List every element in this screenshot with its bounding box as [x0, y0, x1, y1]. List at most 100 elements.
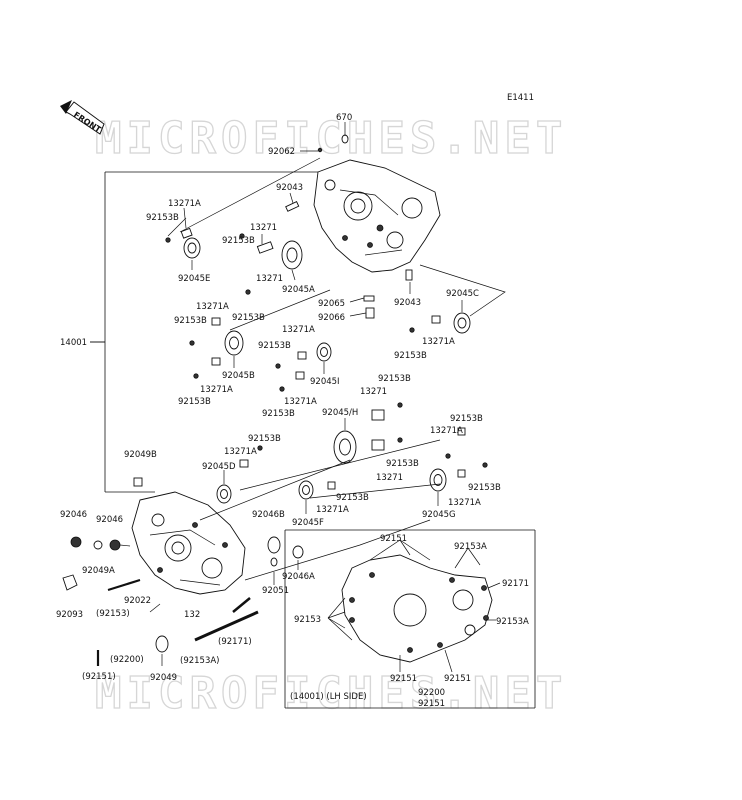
label-132: 132: [184, 610, 200, 620]
label-14001: 14001: [60, 338, 87, 348]
label-92153b-7: 92153B: [178, 397, 211, 407]
label-13271-4: 13271: [376, 473, 403, 483]
label-92200-paren: (92200): [110, 655, 144, 665]
label-92046-b: 92046: [96, 515, 123, 525]
label-92151-paren: (92151): [82, 672, 116, 682]
seal-92046b: [267, 536, 281, 554]
bolt-92153b-group: [165, 233, 488, 468]
bearing-92045d: [216, 484, 232, 504]
label-92046a: 92046A: [282, 572, 315, 582]
right-crankcase-half: [313, 159, 441, 273]
inset-label-92151-b2: 92151: [444, 674, 471, 684]
label-13271a-10: 13271A: [448, 498, 481, 508]
label-92045g: 92045G: [422, 510, 456, 520]
label-92045i: 92045I: [310, 377, 340, 387]
inset-caption: (14001) (LH SIDE): [290, 692, 367, 702]
inset-label-92153a-right: 92153A: [496, 617, 529, 627]
label-92045d: 92045D: [202, 462, 236, 472]
label-92153b-13: 92153B: [336, 493, 369, 503]
inset-label-92171: 92171: [502, 579, 529, 589]
label-92045e: 92045E: [178, 274, 210, 284]
label-13271a-3: 13271A: [196, 302, 229, 312]
label-13271a-1: 13271A: [168, 199, 201, 209]
ring-670: [341, 134, 349, 144]
label-92049a: 92049A: [82, 566, 115, 576]
seal-92046: [70, 536, 82, 548]
label-92093: 92093: [56, 610, 83, 620]
label-13271a-2: 13271A: [422, 337, 455, 347]
label-92153b-11: 92153B: [248, 434, 281, 444]
label-92153b-12: 92153B: [386, 459, 419, 469]
watermark-top: MICROFICHES.NET: [95, 113, 567, 164]
label-13271a-9: 13271A: [316, 505, 349, 515]
inset-crankcase: [341, 554, 493, 663]
left-crankcase-half: [131, 491, 246, 595]
label-92153b-2: 92153B: [222, 236, 255, 246]
part-labels: 670 92062 92043 13271A 92153B 13271 9215…: [56, 113, 529, 709]
label-13271a-8: 13271A: [224, 447, 257, 457]
inset-label-92153a-top: 92153A: [454, 542, 487, 552]
dowel-92043-mid: [405, 269, 413, 281]
label-92045a: 92045A: [282, 285, 315, 295]
plug-92065: [363, 295, 375, 302]
bearing-92045g: [429, 468, 447, 492]
seal-92046-b: [93, 540, 103, 550]
label-13271-2: 13271: [256, 274, 283, 284]
label-92153b-10: 92153B: [450, 414, 483, 424]
bearing-92045h: [333, 430, 357, 464]
inset-label-92200: 92200: [418, 688, 445, 698]
label-92045b: 92045B: [222, 371, 255, 381]
inset-label-92151-b1: 92151: [390, 674, 417, 684]
label-92049: 92049: [150, 673, 177, 683]
label-92022: 92022: [124, 596, 151, 606]
pin-92062: [317, 147, 323, 153]
plate-13271-group: [133, 227, 466, 490]
label-92066: 92066: [318, 313, 345, 323]
figure-code: E1411: [507, 93, 534, 103]
label-92153b-4: 92153B: [394, 351, 427, 361]
inset-label-92151-b3: 92151: [418, 699, 445, 709]
label-13271a-4: 13271A: [282, 325, 315, 335]
inset-label-92151-top: 92151: [380, 534, 407, 544]
label-92046-a: 92046: [60, 510, 87, 520]
cap-92093: [62, 574, 78, 591]
bearing-92045a: [281, 240, 303, 270]
plug-92066: [365, 307, 375, 319]
bearing-92045f: [298, 480, 314, 500]
label-92043-top: 92043: [276, 183, 303, 193]
label-92153b-5: 92153B: [174, 316, 207, 326]
bearing-92045b: [224, 330, 244, 356]
bearing-92045e: [183, 237, 201, 259]
bolt-92153a-long: [194, 610, 259, 642]
label-92045h: 92045/H: [322, 408, 358, 418]
dowel-92043-top: [285, 201, 300, 212]
label-13271a-7: 13271A: [430, 426, 463, 436]
label-13271a-5: 13271A: [200, 385, 233, 395]
label-92045c: 92045C: [446, 289, 479, 299]
oring-92051: [270, 557, 278, 567]
watermark-bottom: MICROFICHES.NET: [95, 668, 567, 719]
label-92171-paren: (92171): [218, 637, 252, 647]
label-92153b-14: 92153B: [468, 483, 501, 493]
label-92043-mid: 92043: [394, 298, 421, 308]
label-92153a-paren: (92153A): [180, 656, 220, 666]
seal-92049: [155, 635, 169, 653]
label-92065: 92065: [318, 299, 345, 309]
label-92049b: 92049B: [124, 450, 157, 460]
label-92046b: 92046B: [252, 510, 285, 520]
label-92153b-1: 92153B: [146, 213, 179, 223]
bolt-92171: [232, 597, 251, 613]
leader-lines: [90, 122, 506, 673]
lh-side-inset-frame: [284, 529, 536, 709]
label-13271a-6: 13271A: [284, 397, 317, 407]
label-92062: 92062: [268, 147, 295, 157]
bolt-92153: [107, 578, 141, 592]
label-92153-paren: (92153): [96, 609, 130, 619]
seal-92046-c: [109, 539, 121, 551]
label-670: 670: [336, 113, 352, 123]
label-13271-1: 13271: [250, 223, 277, 233]
bearing-92045i: [316, 342, 332, 362]
label-92153b-9: 92153B: [378, 374, 411, 384]
seal-92046a: [292, 545, 304, 559]
